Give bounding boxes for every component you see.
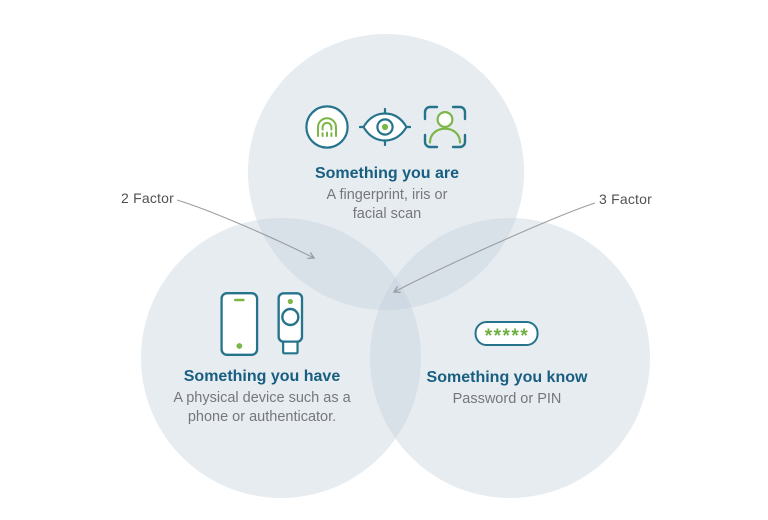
three-factor-arrow bbox=[392, 202, 596, 293]
face-scan-icon bbox=[423, 105, 467, 149]
something-you-have-title: Something you have bbox=[183, 368, 341, 385]
subtitle-line: A physical device such as a bbox=[173, 390, 351, 406]
iris-scan-icon bbox=[359, 108, 411, 146]
three-factor-label: 3 Factor bbox=[599, 191, 652, 207]
subtitle-line: phone or authenticator. bbox=[187, 408, 337, 425]
device-icon-row bbox=[220, 292, 304, 357]
phone-icon bbox=[220, 292, 259, 356]
something-you-are-subtitle: A fingerprint, iris or facial scan bbox=[327, 186, 448, 223]
venn-circle-something-you-are bbox=[248, 34, 524, 310]
authenticator-icon bbox=[277, 292, 304, 355]
something-you-know-title: Something you know bbox=[426, 369, 588, 386]
biometric-icon-row bbox=[305, 102, 469, 152]
subtitle-line: Password or PIN bbox=[452, 391, 562, 407]
password-mask: ***** bbox=[484, 326, 530, 346]
something-you-have-subtitle: A physical device such as a phone or aut… bbox=[173, 389, 350, 426]
two-factor-arrow bbox=[176, 199, 316, 260]
venn-circle-something-you-know bbox=[370, 218, 650, 498]
something-you-are-group: Something you are A fingerprint, iris or… bbox=[305, 102, 469, 223]
password-field-icon: ***** bbox=[474, 321, 539, 346]
something-you-know-group: ***** Something you know Password or PIN bbox=[426, 321, 588, 409]
two-factor-label: 2 Factor bbox=[121, 190, 174, 206]
subtitle-line: A fingerprint, iris or bbox=[326, 187, 448, 203]
something-you-are-title: Something you are bbox=[314, 165, 460, 182]
something-you-know-subtitle: Password or PIN bbox=[453, 390, 562, 409]
subtitle-line: facial scan bbox=[352, 205, 422, 222]
fingerprint-icon bbox=[305, 105, 349, 149]
something-you-have-group: Something you have A physical device suc… bbox=[173, 292, 351, 426]
venn-circle-something-you-have bbox=[141, 218, 421, 498]
